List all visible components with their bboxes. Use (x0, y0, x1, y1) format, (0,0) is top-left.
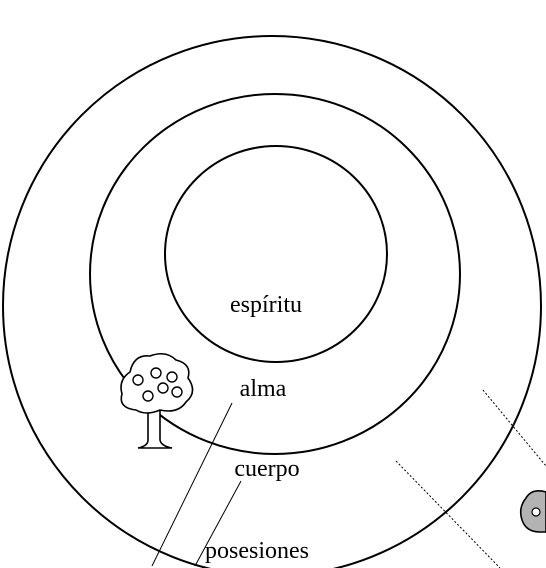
inner-circle (164, 145, 388, 363)
pointer-line-body (194, 480, 242, 567)
label-soul: alma (240, 376, 287, 402)
pointer-line-soul (151, 402, 233, 567)
dotted-line-upper (482, 389, 546, 467)
label-spirit: espíritu (230, 292, 302, 318)
outer-circle (2, 35, 542, 568)
middle-circle (89, 93, 461, 455)
dotted-line-lower (395, 460, 501, 568)
label-possessions: posesiones (205, 538, 309, 564)
tree-icon (120, 352, 194, 449)
label-body: cuerpo (234, 456, 299, 482)
grey-object-icon (519, 490, 546, 533)
